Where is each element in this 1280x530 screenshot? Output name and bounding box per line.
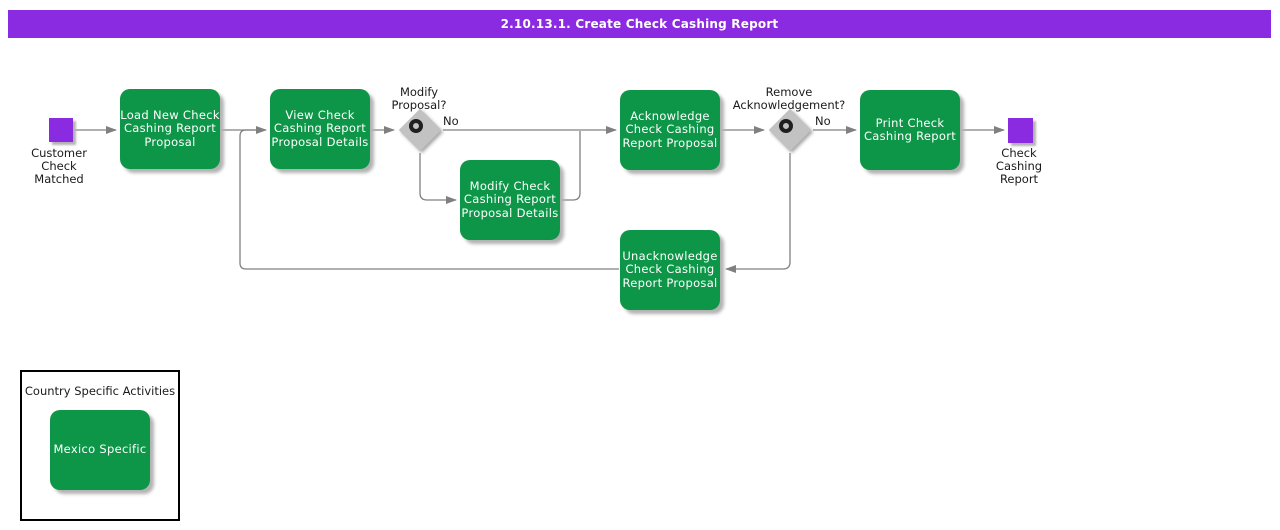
legend-item-mexico-specific: Mexico Specific — [50, 410, 150, 490]
decision-modify-proposal-question: Modify Proposal? — [391, 85, 447, 112]
gateway-circle-icon — [779, 119, 793, 133]
diagram-title-bar: 2.10.13.1. Create Check Cashing Report — [8, 10, 1271, 38]
activity-view-check-cashing-report-proposal-details[interactable]: View Check Cashing Report Proposal Detai… — [270, 89, 370, 169]
activity-label: Acknowledge Check Cashing Report Proposa… — [622, 108, 718, 150]
activity-label: View Check Cashing Report Proposal Detai… — [271, 107, 369, 149]
branch-label-no: No — [815, 114, 831, 128]
decision-gateway-modify-proposal — [398, 108, 442, 152]
connector-remove-gateway-to-unacknowledge — [725, 153, 791, 273]
gateway-circle-icon — [409, 119, 423, 133]
activity-label: Print Check Cashing Report — [863, 115, 957, 143]
connector-modify-box-join — [561, 131, 581, 201]
legend-item-label: Mexico Specific — [53, 442, 147, 457]
start-event-square — [49, 118, 73, 142]
activity-label: Unacknowledge Check Cashing Report Propo… — [622, 248, 718, 290]
branch-label-no: No — [443, 114, 459, 128]
end-event-square — [1008, 118, 1033, 143]
decision-gateway-remove-acknowledgement — [768, 108, 812, 152]
activity-load-new-check-cashing-report-proposal[interactable]: Load New Check Cashing Report Proposal — [120, 89, 220, 169]
activity-label: Modify Check Cashing Report Proposal Det… — [461, 178, 559, 220]
activity-print-check-cashing-report[interactable]: Print Check Cashing Report — [860, 90, 960, 170]
start-event-label: Customer Check Matched — [31, 146, 87, 186]
diagram-title: 2.10.13.1. Create Check Cashing Report — [500, 17, 779, 31]
activity-modify-check-cashing-report-proposal-details[interactable]: Modify Check Cashing Report Proposal Det… — [460, 160, 560, 240]
decision-remove-acknowledgement-question: Remove Acknowledgement? — [732, 85, 846, 112]
legend-title: Country Specific Activities — [24, 384, 176, 398]
connector-modify-gateway-to-modify-box — [419, 153, 457, 204]
activity-unacknowledge-check-cashing-report-proposal[interactable]: Unacknowledge Check Cashing Report Propo… — [620, 230, 720, 310]
legend-country-specific-activities: Country Specific Activities Mexico Speci… — [20, 370, 180, 521]
activity-acknowledge-check-cashing-report-proposal[interactable]: Acknowledge Check Cashing Report Proposa… — [620, 90, 720, 170]
activity-label: Load New Check Cashing Report Proposal — [120, 107, 220, 149]
end-event-label: Check Cashing Report — [995, 146, 1043, 186]
